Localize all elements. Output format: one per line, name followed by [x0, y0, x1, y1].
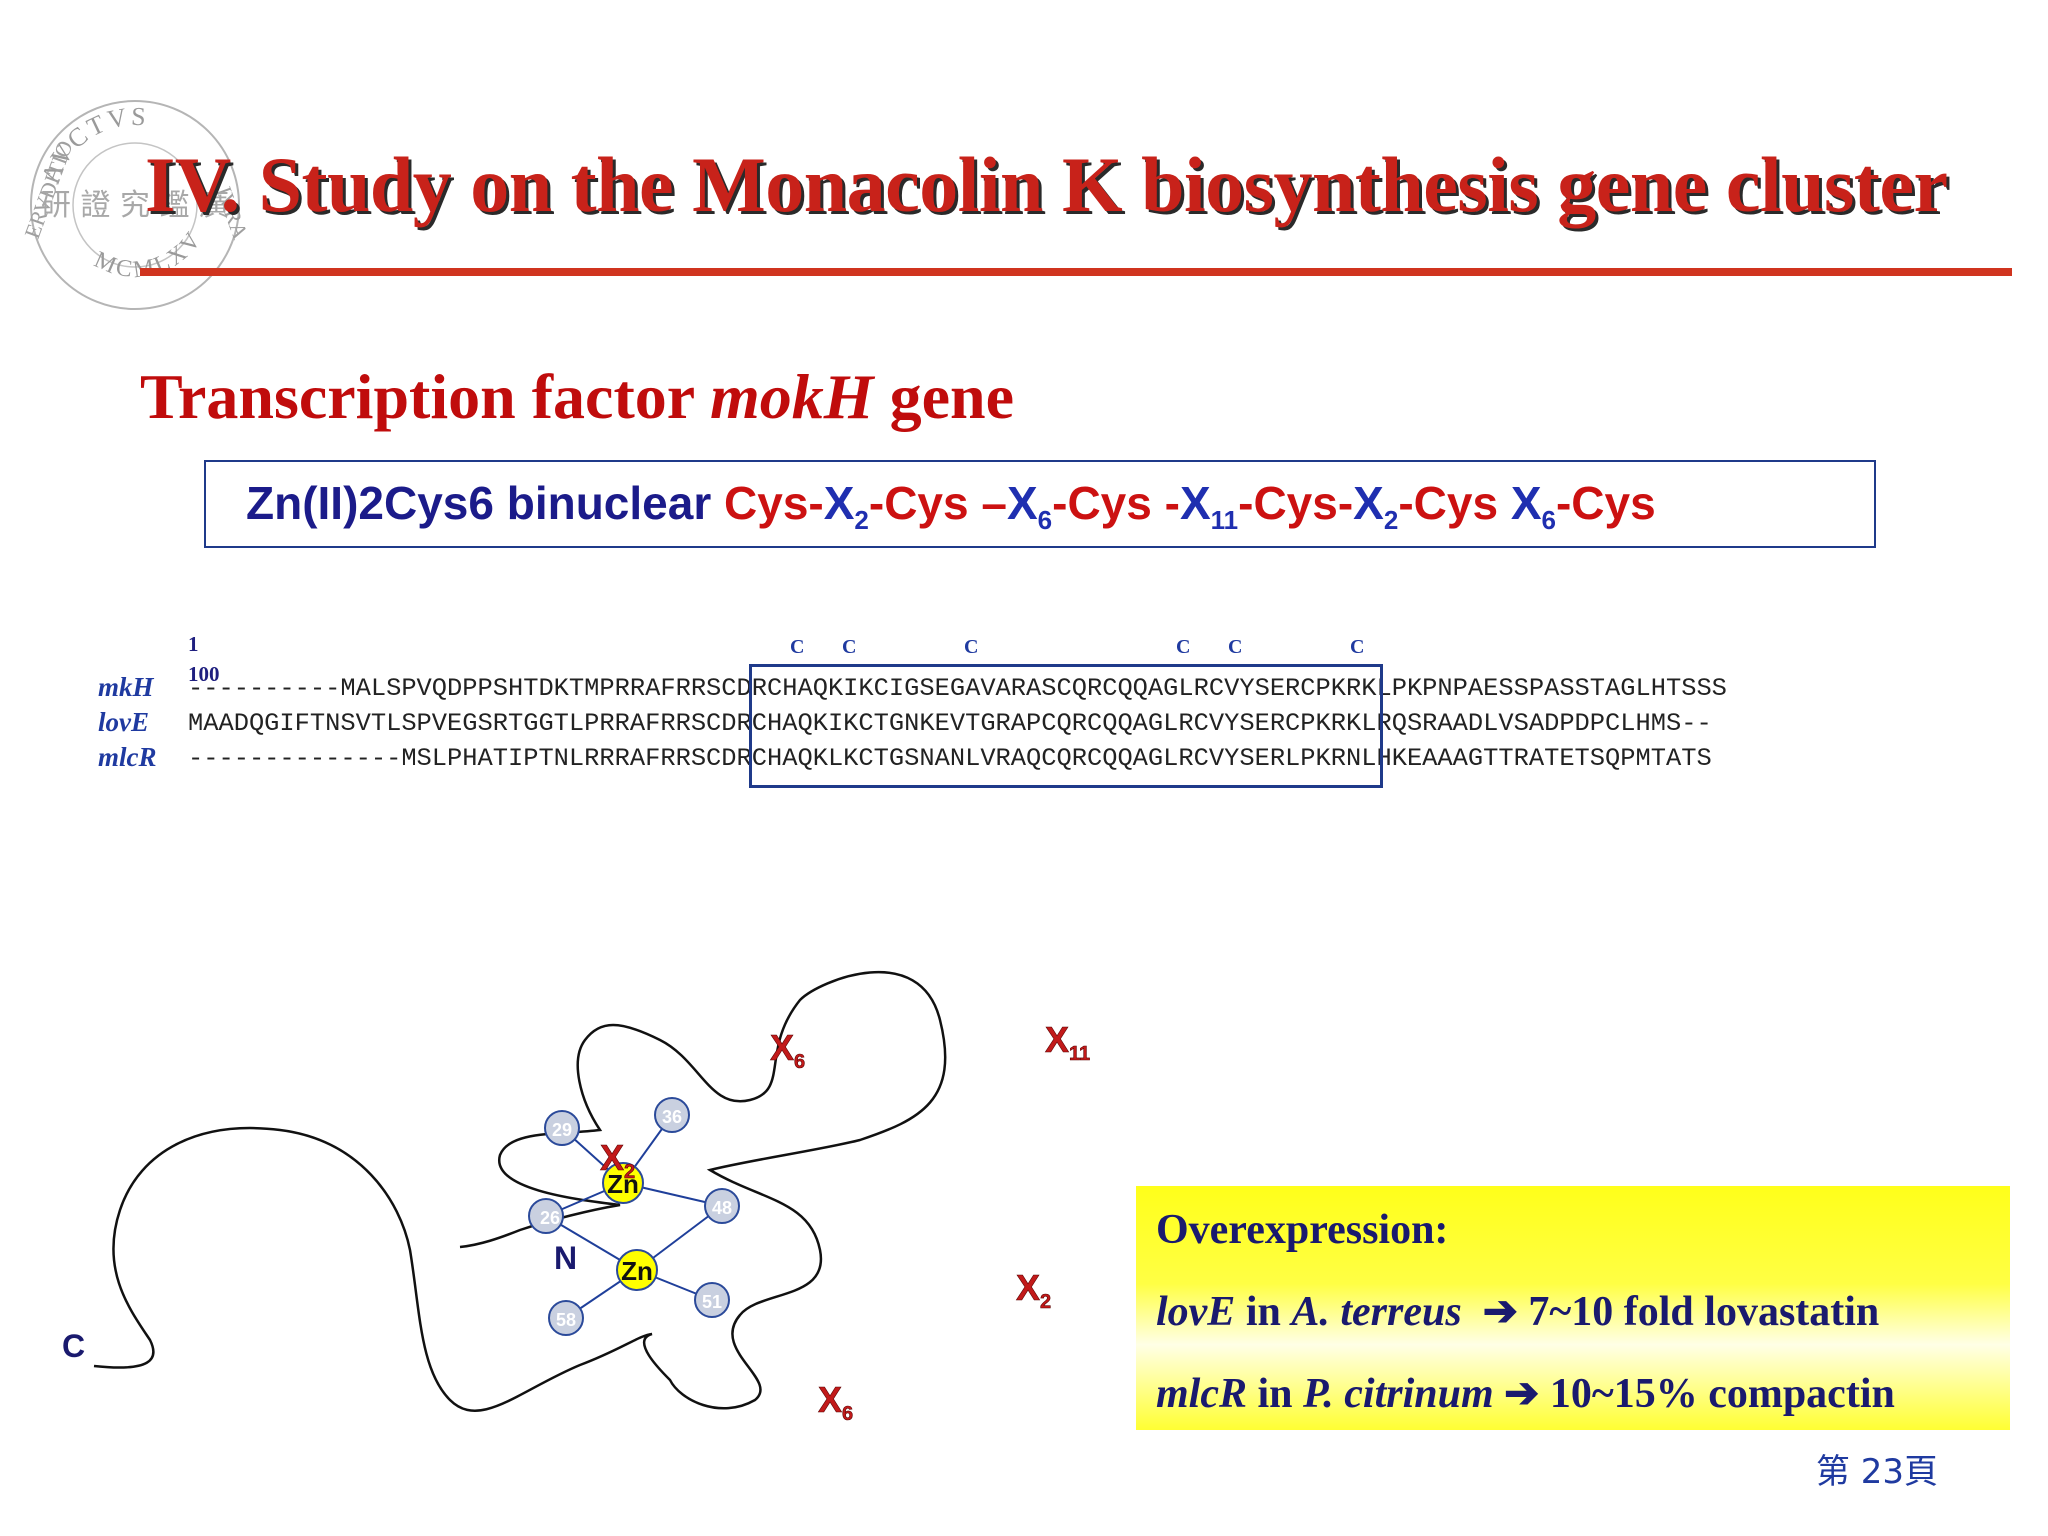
n-terminus-label: N [554, 1240, 577, 1276]
overexpression-line-love: lovE in A. terreus ➔ 7~10 fold lovastati… [1156, 1289, 1880, 1335]
motif-segments: Cys-X2-Cys –X6-Cys -X11-Cys-X2-Cys X6-Cy… [724, 477, 1656, 535]
svg-text:Zn: Zn [607, 1169, 639, 1199]
svg-text:26: 26 [540, 1208, 560, 1228]
cys-mark: C [964, 636, 979, 658]
overexpression-line-mlcr: mlcR in P. citrinum ➔ 10~15% compactin [1156, 1371, 1895, 1417]
motif-segment: X [1179, 477, 1211, 529]
residue-26: 26 [528, 1198, 564, 1234]
svg-text:58: 58 [556, 1310, 576, 1330]
residue-51: 51 [694, 1282, 730, 1318]
c-terminus-label: C [62, 1328, 85, 1364]
loop-label-x2-left: X2 [600, 1137, 635, 1183]
cys-mark: C [1176, 636, 1191, 658]
arrow-icon: ➔ [1504, 1371, 1540, 1417]
svg-text:51: 51 [702, 1292, 722, 1312]
arrow-icon: ➔ [1482, 1289, 1518, 1335]
subtitle-part2: gene [873, 361, 1014, 432]
subtitle-gene: mokH [710, 361, 874, 432]
motif-subscript: 6 [1037, 505, 1053, 535]
seq-name-mlcr: mlcR [98, 742, 157, 772]
seq-name-love: lovE [98, 707, 149, 737]
sequence-love: MAADQGIFTNSVTLSPVEGSRTGGTLPRRAFRRSCDRCHA… [188, 709, 1712, 738]
alignment-start-position: 1 [188, 632, 199, 656]
cys-mark: C [842, 636, 857, 658]
sequence-mlcr: --------------MSLPHATIPTNLRRRAFRRSCDRCHA… [188, 744, 1712, 773]
slide-title: IV. Study on the Monacolin K biosynthesi… [145, 141, 1948, 228]
cys-mark: C [1228, 636, 1243, 658]
loop-label-x11: X11 [1045, 1019, 1090, 1065]
cys-mark: C [790, 636, 805, 658]
motif-segment: X [1510, 477, 1542, 529]
svg-text:29: 29 [552, 1120, 572, 1140]
residue-58: 58 [548, 1300, 584, 1336]
motif-segment: -Cys [1052, 477, 1165, 529]
overexpression-box: Overexpression: lovE in A. terreus ➔ 7~1… [1136, 1186, 2010, 1430]
motif-segment: - [1164, 477, 1180, 529]
motif-box [204, 460, 1876, 548]
alignment-end-position: 100 [188, 662, 220, 686]
motif-segment: -Cys- [1238, 477, 1354, 529]
section-subtitle: Transcription factor mokH gene [140, 360, 1014, 434]
motif-segment: - [808, 477, 824, 529]
subtitle-part1: Transcription factor [140, 361, 710, 432]
svg-text:36: 36 [662, 1107, 682, 1127]
motif-segment: Cys [724, 477, 809, 529]
svg-text:48: 48 [712, 1198, 732, 1218]
motif-subscript: 6 [1541, 505, 1556, 535]
motif-subscript: 11 [1210, 505, 1239, 535]
zn-atom-upper: Zn [602, 1162, 644, 1204]
university-seal-logo: AVCTVS MCMLXV ERVDITIO IVRA 研 證 究 鑑 廣 [20, 100, 250, 310]
motif-subscript: 2 [854, 505, 869, 535]
motif-segment: -Cys [1398, 477, 1511, 529]
residue-48: 48 [704, 1188, 740, 1224]
page-number: 第 23頁 [1815, 1452, 1938, 1492]
motif-subscript: 2 [1383, 505, 1399, 535]
loop-label-x2-right: X2 [1016, 1267, 1051, 1313]
svg-text:Zn: Zn [621, 1256, 653, 1286]
seq-name-mkh: mkH [98, 672, 154, 702]
loop-label-x6-top: X6 [770, 1027, 805, 1073]
protein-backbone [93, 970, 947, 1412]
zn-cluster-highlight-box [749, 664, 1383, 788]
title-divider [140, 268, 2012, 276]
sequence-mkh: ----------MALSPVQDPPSHTDKTMPRRAFRRSCDRCH… [188, 674, 1727, 703]
cys-mark: C [1350, 636, 1365, 658]
motif-segment: X [823, 477, 855, 529]
motif-segment: -Cys [1555, 477, 1656, 529]
zn-cluster-diagram: 29 36 26 48 51 58 Zn Zn N C X6 X11 X2 X2… [62, 970, 1090, 1425]
motif-segment: X [1006, 477, 1038, 529]
residue-36: 36 [654, 1097, 690, 1133]
motif-segment: – [968, 477, 1007, 529]
seal-center-chars: 研 證 究 鑑 廣 [41, 188, 229, 223]
loop-label-x6-bottom: X6 [818, 1379, 853, 1425]
motif-segment: X [1353, 477, 1384, 529]
motif-segment: -Cys [868, 477, 969, 529]
residue-29: 29 [544, 1110, 580, 1146]
motif-prefix: Zn(II)2Cys6 binuclear [246, 477, 725, 529]
zn-atom-lower: Zn [616, 1249, 658, 1291]
overexpression-heading: Overexpression: [1156, 1207, 1449, 1253]
motif-formula: Zn(II)2Cys6 binuclear Cys-X2-Cys –X6-Cys… [246, 476, 1656, 536]
